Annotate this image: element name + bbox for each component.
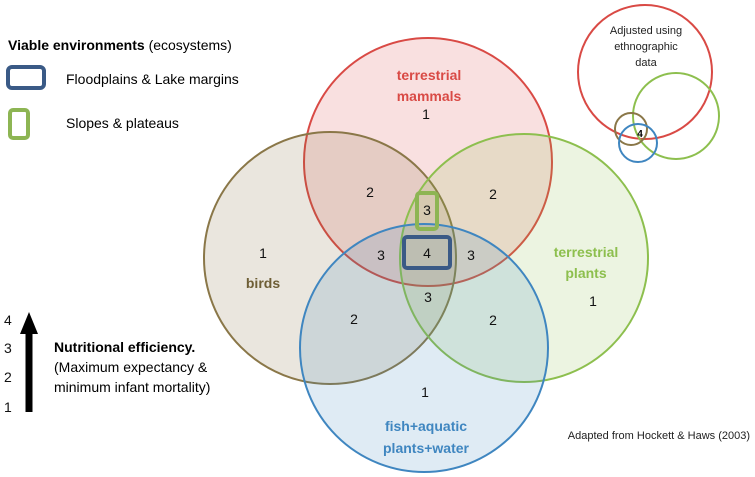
fish-label: fish+aquatic (385, 418, 467, 434)
birds-circle (203, 131, 457, 385)
inset-mammals-circle (577, 4, 713, 140)
scale-tick-2: 2 (4, 369, 12, 385)
legend-floodplains-label: Floodplains & Lake margins (66, 71, 239, 87)
legend-slopes-swatch (8, 108, 30, 140)
value-birds-mammals: 2 (366, 184, 374, 200)
inset-birds-circle (614, 112, 648, 146)
inset-caption-1: Adjusted using (610, 25, 682, 37)
fish-label-2: plants+water (383, 440, 470, 456)
value-birds-only: 1 (259, 245, 267, 261)
scale-tick-4: 4 (4, 312, 12, 328)
legend-slopes-label: Slopes & plateaus (66, 115, 179, 131)
value-mammals-plants: 2 (489, 186, 497, 202)
value-birds-fish: 2 (350, 311, 358, 327)
legend-title: Viable environments (ecosystems) (8, 37, 232, 53)
value-center: 4 (423, 245, 431, 261)
plants-label-2: plants (565, 265, 606, 281)
floodplains-highlight-box (402, 235, 452, 270)
plants-circle (399, 133, 649, 383)
inset-caption-3: data (635, 57, 657, 69)
mammals-circle (303, 37, 553, 287)
inset-caption-2: ethnographic (614, 41, 678, 53)
scale-caption-1: (Maximum expectancy & (54, 359, 208, 375)
value-plants-fish: 2 (489, 312, 497, 328)
value-triple-bottom: 3 (424, 289, 432, 305)
plants-label: terrestrial (554, 244, 619, 260)
scale-title: Nutritional efficiency. (54, 339, 195, 355)
inset-fish-circle (618, 123, 658, 163)
inset-plants-circle (632, 72, 720, 160)
scale-caption-2: minimum infant mortality) (54, 379, 210, 395)
legend-floodplains-swatch (6, 65, 46, 90)
source-credit: Adapted from Hockett & Haws (2003) (568, 430, 750, 442)
slopes-highlight-box (415, 191, 439, 231)
value-mammals-only: 1 (422, 106, 430, 122)
scale-tick-1: 1 (4, 399, 12, 415)
birds-label: birds (246, 275, 280, 291)
value-fish-only: 1 (421, 384, 429, 400)
fish-circle (299, 223, 549, 473)
inset-center-value: 4 (637, 129, 643, 140)
value-plants-only: 1 (589, 293, 597, 309)
mammals-label: terrestrial (397, 67, 462, 83)
value-triple-top: 3 (423, 202, 431, 218)
mammals-label-2: mammals (397, 88, 462, 104)
value-triple-right: 3 (467, 247, 475, 263)
scale-tick-3: 3 (4, 340, 12, 356)
value-triple-left: 3 (377, 247, 385, 263)
scale-arrow-head-icon (20, 312, 38, 334)
